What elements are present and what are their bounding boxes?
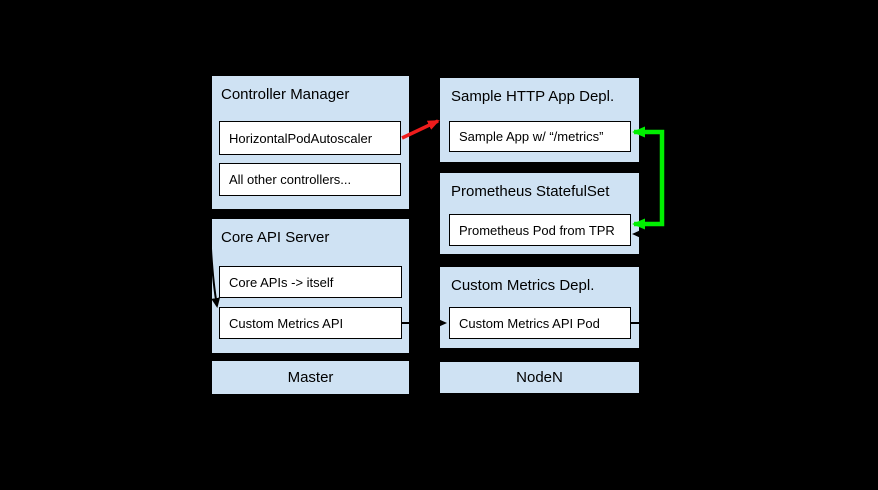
sample-http-app-title: Sample HTTP App Depl. [451,88,615,105]
zone-noden: NodeN [440,362,639,393]
group-prometheus-statefulset: Prometheus StatefulSet Prometheus Pod fr… [440,173,639,254]
prometheus-statefulset-title: Prometheus StatefulSet [451,183,610,200]
node-custom-metrics-api: Custom Metrics API [219,307,402,339]
node-horizontal-pod-autoscaler: HorizontalPodAutoscaler [219,121,401,155]
node-prometheus-pod-tpr: Prometheus Pod from TPR [449,214,631,246]
zone-master: Master [212,361,409,394]
node-custom-metrics-api-pod: Custom Metrics API Pod [449,307,631,339]
group-custom-metrics-depl: Custom Metrics Depl. Custom Metrics API … [440,267,639,348]
group-core-api-server: Core API Server Core APIs -> itself Cust… [212,219,409,353]
controller-manager-title: Controller Manager [221,86,350,103]
node-all-other-controllers: All other controllers... [219,163,401,196]
custom-metrics-depl-title: Custom Metrics Depl. [451,277,595,294]
core-api-server-title: Core API Server [221,229,330,246]
group-sample-http-app: Sample HTTP App Depl. Sample App w/ “/me… [440,78,639,162]
group-controller-manager: Controller Manager HorizontalPodAutoscal… [212,76,409,209]
node-core-apis-itself: Core APIs -> itself [219,266,402,298]
node-sample-app-metrics: Sample App w/ “/metrics” [449,121,631,152]
